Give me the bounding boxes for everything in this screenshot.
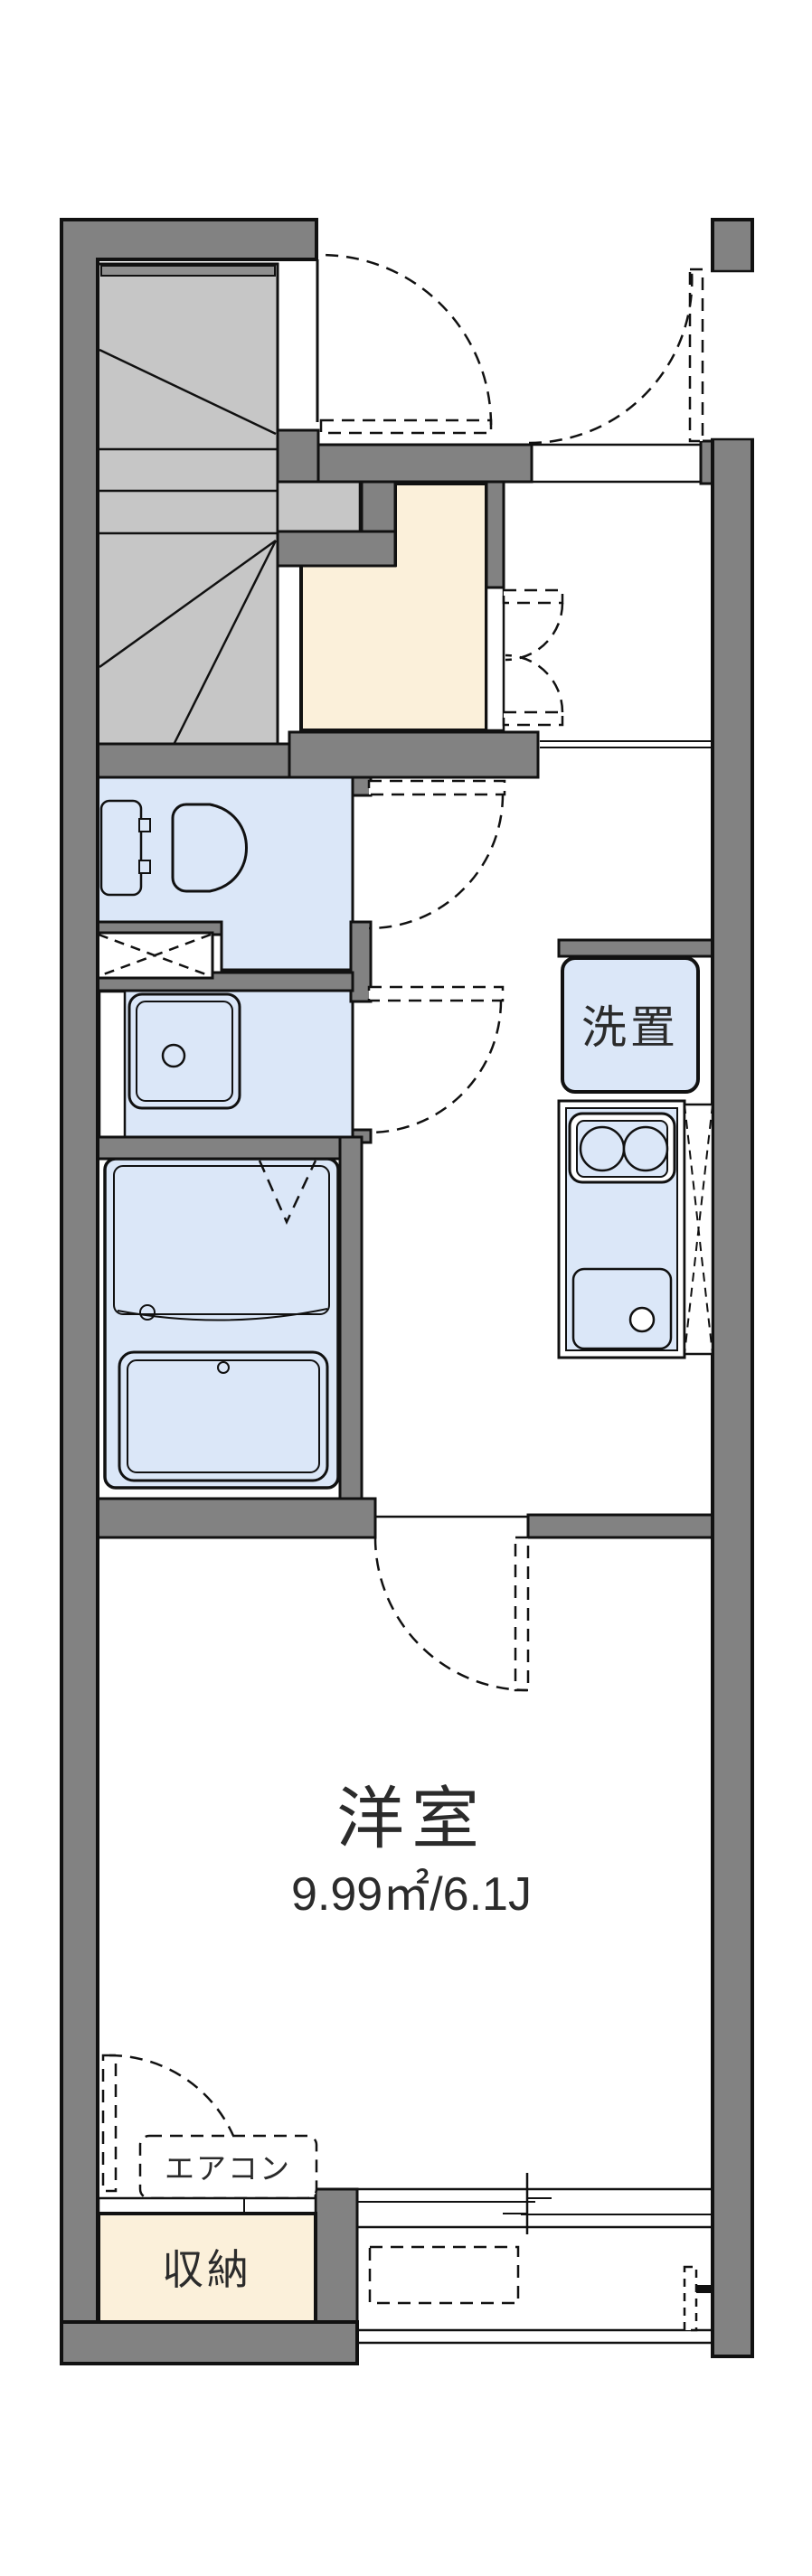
front-door-opening — [711, 271, 754, 439]
air-conditioner: エアコン — [138, 2134, 318, 2200]
stair-bottom-step — [276, 480, 362, 535]
toilet-door-arc — [368, 794, 505, 930]
shoe-cabinet-door-leaf — [502, 588, 564, 605]
washroom-side-panel — [98, 990, 127, 1140]
south-window — [357, 2173, 713, 2234]
front-door — [528, 268, 704, 445]
shoe-cabinet-front — [485, 586, 505, 732]
hall-door-leaf — [319, 418, 493, 435]
western-room-door-arc — [373, 1537, 529, 1692]
washroom-door-leaf — [367, 985, 505, 1002]
washbasin-fixture — [127, 992, 241, 1110]
western-room-door-leaf — [514, 1536, 530, 1692]
bathroom — [98, 1157, 340, 1500]
bathtub-fixture — [118, 1350, 329, 1482]
front-door-arc — [528, 270, 694, 445]
closet-door-leaf — [101, 2054, 118, 2193]
closet-door — [101, 2054, 247, 2193]
kitchen — [540, 740, 714, 1359]
entrance-step — [530, 443, 703, 484]
staircase — [96, 262, 362, 746]
hall-door-arc — [320, 253, 493, 426]
stove-burner-icon — [622, 1125, 669, 1172]
balcony-wall-tick — [696, 2285, 713, 2293]
western-room-area-label: 9.99㎡/6.1J — [291, 1867, 532, 1921]
bathtub-inner — [127, 1359, 320, 1473]
toilet-tank — [99, 799, 143, 897]
laundry-space-label: 洗置 — [581, 1002, 679, 1053]
toilet-fixture — [99, 799, 248, 897]
laundry-space: 洗置 — [561, 956, 700, 1094]
kitchen-side-window — [683, 1103, 714, 1356]
shower-floor-edge — [117, 1308, 328, 1321]
shower-floor — [113, 1165, 330, 1315]
kitchen-sink — [571, 1267, 673, 1350]
western-room-door — [373, 1515, 530, 1692]
washing-machine-space — [95, 931, 214, 980]
stove-burner-icon — [579, 1125, 626, 1172]
unit-bath — [103, 1157, 340, 1490]
outer-wall-right — [711, 218, 754, 2358]
western-room-label: 洋室 — [336, 1781, 486, 1857]
shoe-cabinet-door-arc — [505, 602, 564, 662]
storage-closet: 収納 — [97, 2196, 317, 2324]
washroom-door-arc — [368, 1000, 503, 1134]
stair-step-line — [99, 539, 277, 669]
stair-step-line — [173, 540, 278, 744]
toilet-door — [367, 779, 506, 930]
bathtub-faucet-icon — [217, 1361, 230, 1374]
closet-opening — [97, 2196, 317, 2215]
outer-wall-bottom — [60, 2320, 359, 2365]
air-conditioner-label: エアコン — [165, 2152, 291, 2186]
balcony-partition — [683, 2265, 698, 2332]
stair-landing-edge — [100, 265, 276, 277]
shower-drain-icon — [139, 1304, 156, 1321]
storage-label: 収納 — [162, 2246, 252, 2293]
shoe-cabinet-door-leaf — [502, 710, 564, 727]
bath-folding-door-icon — [258, 1160, 317, 1226]
toilet-door-leaf — [367, 779, 506, 796]
outdoor-unit-space — [368, 2245, 520, 2305]
hall-door — [319, 253, 493, 435]
washroom-door — [367, 985, 505, 1134]
stair-step-line — [99, 348, 277, 436]
front-door-leaf — [688, 268, 704, 443]
toilet-bowl — [171, 803, 248, 893]
shoe-cabinet-door-arc — [505, 653, 564, 713]
washbasin-drain-icon — [161, 1043, 186, 1068]
balcony — [357, 2245, 713, 2345]
closet-door-arc — [109, 2054, 247, 2192]
sink-drain-icon — [628, 1306, 656, 1333]
western-room: 洋室 9.99㎡/6.1J — [291, 1781, 532, 1921]
